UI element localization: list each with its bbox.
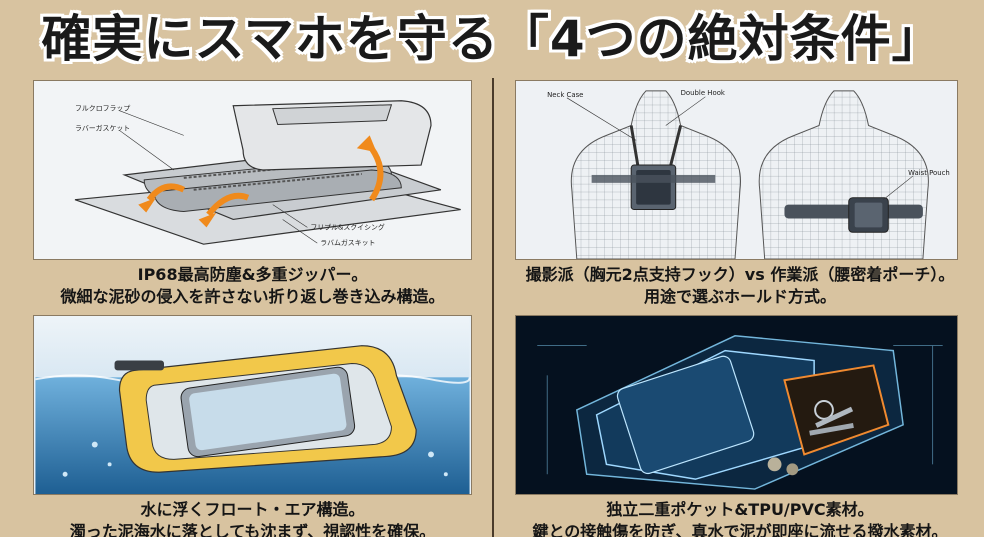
label-neck-case: Neck Case: [547, 91, 583, 99]
caption-3-line2: 濁った泥海水に落としても沈まず、視認性を確保。: [69, 522, 436, 537]
caption-2-line1: 撮影派（胸元2点支持フック）vs 作業派（腰密着ポーチ）。: [525, 265, 955, 284]
phone-outline: [616, 355, 755, 475]
coin-2: [786, 463, 799, 476]
caption-4: 独立二重ポケット&TPU/PVC素材。 鍵との接触傷を防ぎ、真水で泥が即座に流せ…: [505, 499, 975, 537]
caption-4-line1: 独立二重ポケット&TPU/PVC素材。: [606, 500, 874, 519]
holding-style-illustration: Neck Case Double Hook Waist Pouch: [515, 80, 958, 260]
caption-1-line1: IP68最高防塵&多重ジッパー。: [137, 265, 368, 284]
caption-2: 撮影派（胸元2点支持フック）vs 作業派（腰密着ポーチ）。 用途で選ぶホールド方…: [505, 264, 975, 308]
torso-right: [758, 90, 929, 259]
arrow-head-3: [356, 135, 377, 153]
phone-screen: [189, 373, 347, 451]
label-gasket-2: ラバムガスキット: [320, 238, 375, 247]
arrow-left-2: [206, 192, 250, 217]
key-1: [815, 406, 854, 428]
key-2: [809, 423, 854, 436]
caption-3: 水に浮くフロート・エア構造。 濁った泥海水に落としても沈まず、視認性を確保。: [33, 499, 472, 537]
holding-drawing: Neck Case Double Hook Waist Pouch: [547, 89, 950, 259]
label-gasket: ラバーガスケット: [75, 123, 130, 132]
waist-pouch-phone: [854, 202, 883, 228]
arrow-head-2: [198, 212, 217, 228]
caption-1: IP68最高防塵&多重ジッパー。 微細な泥砂の侵入を許さない折り返し巻き込み構造…: [33, 264, 472, 308]
page-title: 確実にスマホを守る「4つの絶対条件」: [41, 10, 943, 68]
label-double-hook: Double Hook: [681, 89, 725, 97]
key-ring: [814, 400, 834, 420]
key-pocket: [783, 364, 890, 456]
column-divider: [492, 78, 494, 537]
label-flap: フルクロフラップ: [75, 105, 130, 113]
flap-top: [272, 104, 393, 126]
caption-3-line1: 水に浮くフロート・エア構造。: [140, 500, 365, 519]
caption-4-line2: 鍵との接触傷を防ぎ、真水で泥が即座に流せる撥水素材。: [532, 522, 948, 537]
arrow-left-1: [146, 183, 186, 202]
arrow-head-1: [138, 197, 157, 213]
zipper-teeth-2: [193, 172, 362, 191]
caption-1-line2: 微細な泥砂の侵入を許さない折り返し巻き込み構造。: [60, 287, 445, 306]
double-pocket-illustration: [515, 315, 958, 495]
floating-pouch-illustration: [33, 315, 472, 495]
label-squish: フリプル&スクイシング: [310, 222, 385, 231]
hologram-drawing: [537, 335, 943, 490]
pouch-clip: [114, 360, 164, 371]
zipper-drawing: フルクロフラップ ラバーガスケット フリプル&スクイシング ラバムガスキット: [74, 100, 461, 247]
float-drawing: [35, 316, 471, 494]
caption-2-line2: 用途で選ぶホールド方式。: [643, 287, 836, 306]
coin-1: [767, 457, 782, 472]
chest-strap: [591, 174, 716, 183]
label-waist-pouch: Waist Pouch: [908, 169, 950, 177]
zipper-illustration: フルクロフラップ ラバーガスケット フリプル&スクイシング ラバムガスキット: [33, 80, 472, 260]
